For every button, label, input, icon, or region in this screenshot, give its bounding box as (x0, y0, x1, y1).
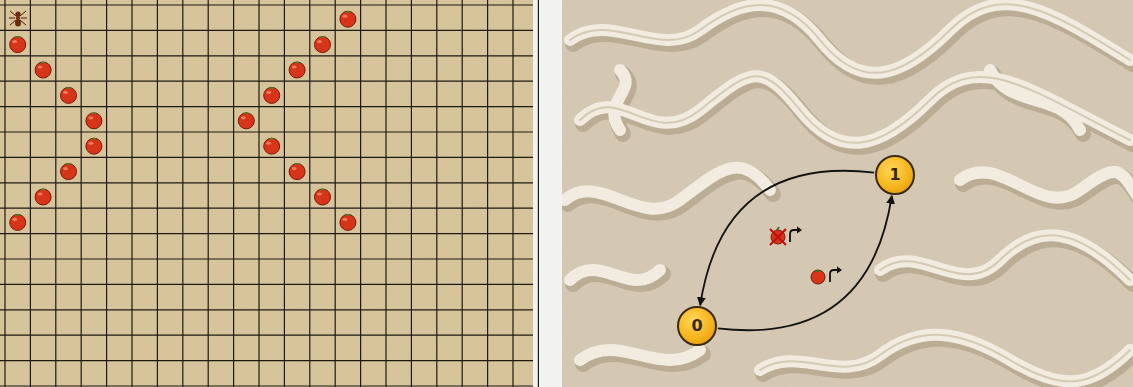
grid-line (4, 0, 5, 387)
state-number: 1 (889, 167, 900, 183)
grid-line (436, 0, 437, 387)
state-circle: 1 (875, 155, 915, 195)
grid-line (81, 0, 82, 387)
state-circle: 0 (677, 306, 717, 346)
grid-line (385, 0, 386, 387)
grid-line (309, 0, 310, 387)
grid-line (411, 0, 412, 387)
grid-ground (0, 0, 533, 387)
grid-line (0, 106, 533, 107)
grid-line (0, 81, 533, 82)
grid-line (512, 0, 513, 387)
grid-line (30, 0, 31, 387)
tomato-icon (35, 62, 51, 79)
tomato-icon (315, 189, 331, 206)
grid-line (0, 335, 533, 336)
tomato-icon (61, 163, 77, 180)
tomato-icon (289, 62, 305, 79)
grid-line (0, 30, 533, 31)
coral-ridges (565, 4, 1133, 385)
transition-arrow (700, 171, 874, 305)
grid-line (106, 0, 107, 387)
ant-icon (9, 11, 27, 27)
tomato-icon (315, 36, 331, 53)
grid-line (462, 0, 463, 387)
grid-line (0, 258, 533, 259)
grid-line (0, 233, 533, 234)
grid-line (233, 0, 234, 387)
no-food-turn-icon (770, 227, 802, 246)
grid-line (0, 284, 533, 285)
grid-line (284, 0, 285, 387)
tomato-icon (264, 138, 280, 155)
transition-arrow (718, 196, 892, 330)
grid-line (55, 0, 56, 387)
grid-line (0, 385, 533, 386)
grid-line (538, 0, 539, 387)
grid-line (335, 0, 336, 387)
tomato-icon (340, 11, 356, 28)
food-turn-icon (811, 267, 842, 285)
grid-line (0, 131, 533, 132)
grid-line (208, 0, 209, 387)
grid-line (0, 208, 533, 209)
state-number: 0 (691, 318, 702, 334)
tomato-icon (340, 214, 356, 231)
tomato-icon (238, 112, 254, 129)
grid-line (182, 0, 183, 387)
tomato-icon (86, 112, 102, 129)
grid-line (157, 0, 158, 387)
tomato-icon (35, 189, 51, 206)
grid-line (131, 0, 132, 387)
grid-line (487, 0, 488, 387)
grid-line (360, 0, 361, 387)
tomato-icon (289, 163, 305, 180)
grid (0, 0, 538, 387)
grid-line (0, 182, 533, 183)
tomato-icon (264, 87, 280, 104)
tomato-icon (61, 87, 77, 104)
tomato-icon (10, 214, 26, 231)
grid-line (0, 309, 533, 310)
tomato-icon (86, 138, 102, 155)
grid-line (0, 360, 533, 361)
grid-line (0, 157, 533, 158)
grid-line (258, 0, 259, 387)
grid-line (0, 4, 533, 5)
grid-line (0, 55, 533, 56)
tomato-icon (10, 36, 26, 53)
tomato-trail (10, 11, 356, 231)
